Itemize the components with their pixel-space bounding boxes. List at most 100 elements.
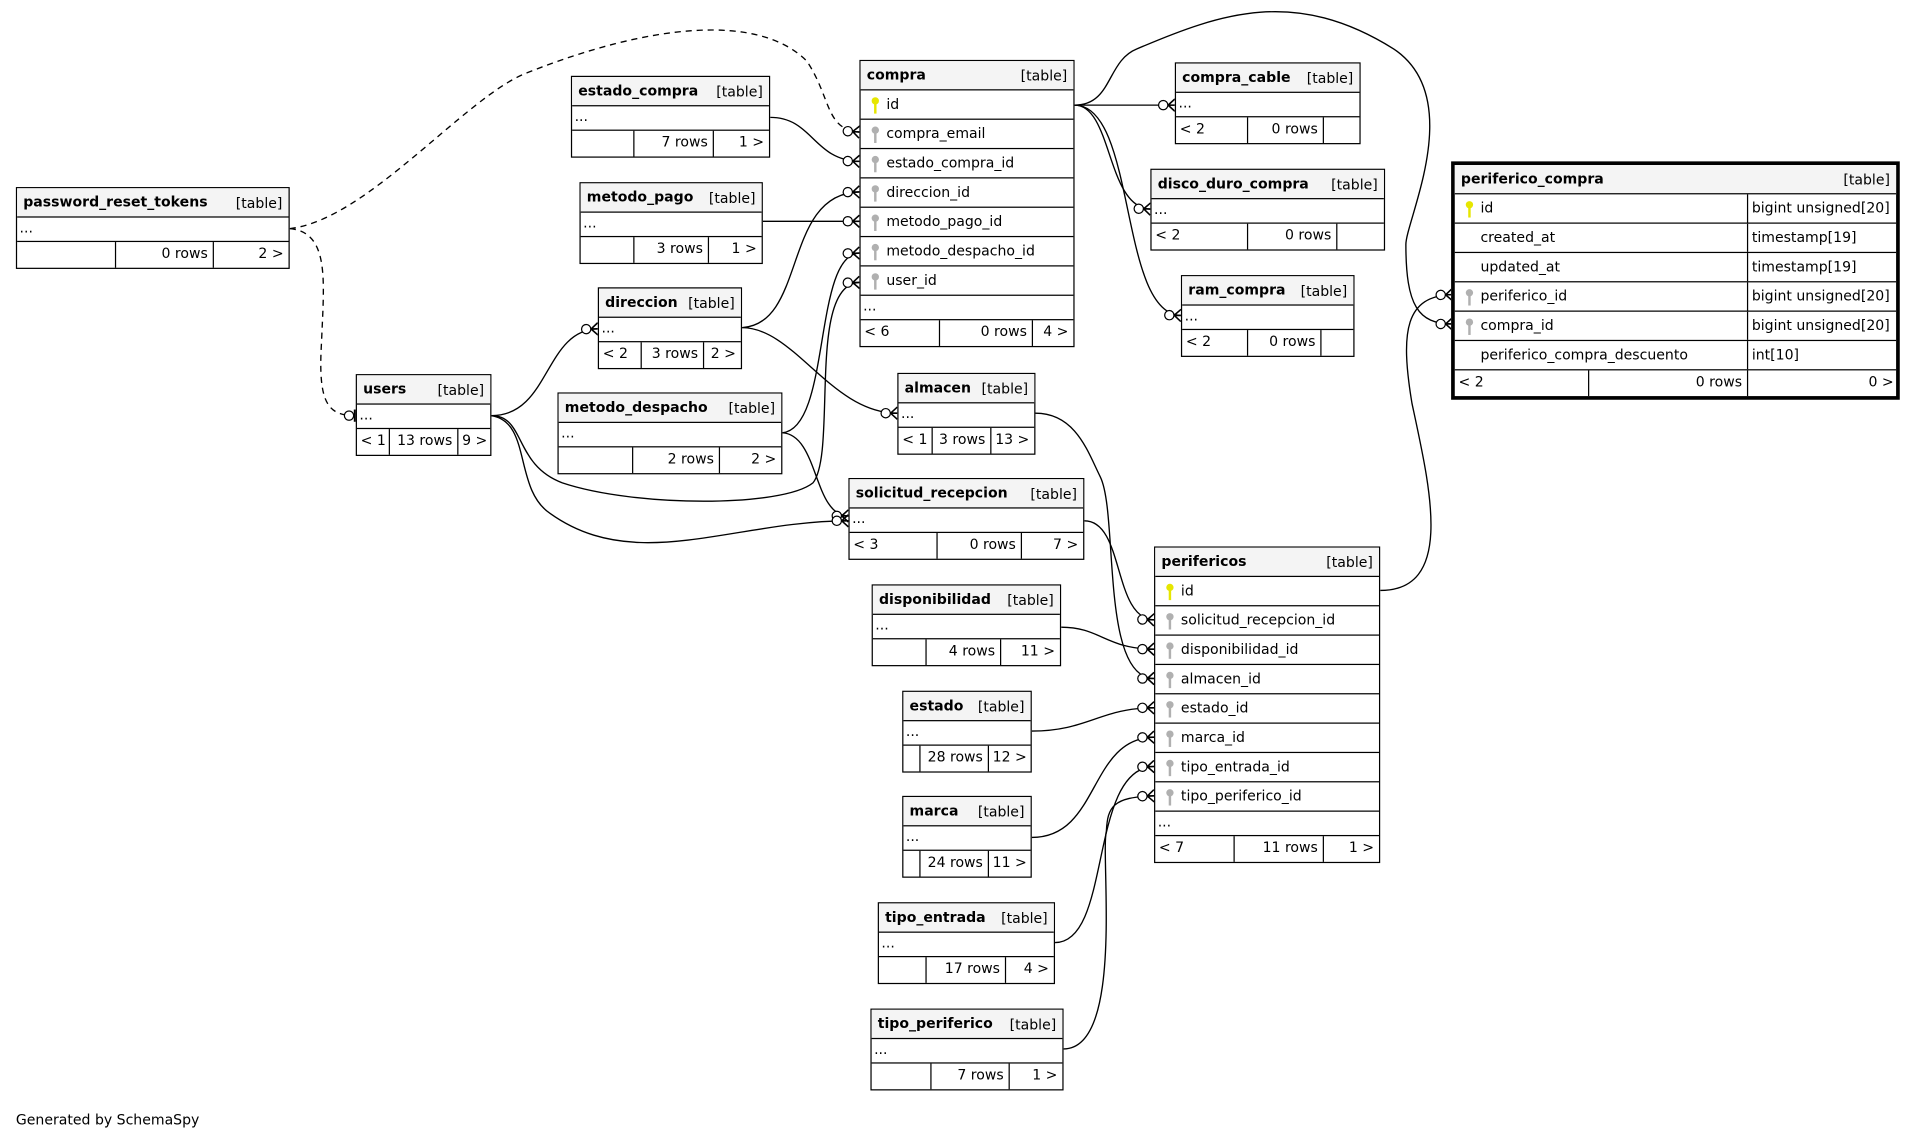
parents-count[interactable]: < 3 [853,535,879,553]
children-count[interactable]: 13 > [990,427,1034,454]
children-count[interactable]: 4 > [1031,320,1074,346]
column-row[interactable]: estado_id [1155,694,1379,724]
children-count[interactable]: 2 > [702,342,741,368]
more-columns[interactable]: ... [17,218,289,243]
more-columns[interactable]: ... [849,509,1084,534]
table-header[interactable]: users[table] [356,375,491,405]
more-columns[interactable]: ... [558,423,782,448]
table-header[interactable]: almacen[table] [898,374,1035,404]
parents-count[interactable] [581,237,634,263]
more-columns[interactable]: ... [898,403,1035,428]
column-row[interactable]: almacen_id [1155,665,1379,695]
parents-count[interactable] [879,957,925,983]
table-header[interactable]: ram_compra[table] [1182,276,1354,306]
table-header[interactable]: estado[table] [903,691,1031,722]
column-row[interactable]: solicitud_recepcion_id [1155,606,1379,636]
more-columns[interactable]: ... [871,1039,1063,1064]
more-columns[interactable]: ... [1151,199,1384,224]
parents-count[interactable]: < 2 [1185,332,1212,350]
children-count[interactable]: 1 > [1008,1063,1063,1090]
parents-count[interactable]: < 7 [1158,838,1185,856]
parents-count[interactable]: < 1 [360,431,386,449]
parents-count[interactable] [873,639,926,665]
table-header[interactable]: password_reset_tokens[table] [17,188,289,218]
table-header[interactable]: metodo_pago[table] [580,183,762,213]
children-count[interactable] [1320,330,1353,356]
more-columns[interactable]: ... [1155,812,1379,837]
column-row[interactable]: metodo_pago_id [860,208,1074,238]
column-row[interactable]: tipo_periferico_id [1155,782,1379,812]
parents-count[interactable] [903,746,919,772]
parents-count[interactable]: < 6 [864,322,890,340]
column-row[interactable]: id [1155,577,1379,607]
table-header[interactable]: compra[table] [860,61,1074,91]
more-columns[interactable]: ... [878,933,1054,958]
parents-count[interactable] [903,851,919,877]
children-count[interactable]: 2 > [718,447,781,474]
table-header[interactable]: tipo_entrada[table] [878,903,1054,933]
children-count[interactable] [1336,223,1384,250]
more-columns[interactable]: ... [599,318,741,343]
column-row[interactable]: marca_id [1155,724,1379,754]
children-count[interactable]: 2 > [212,242,289,268]
more-columns[interactable]: ... [1182,306,1354,331]
children-count[interactable]: 4 > [1004,957,1054,983]
table-header[interactable]: disco_duro_compra[table] [1151,169,1384,200]
table-header[interactable]: estado_compra[table] [572,77,769,107]
column-row[interactable]: compra_email [860,120,1074,150]
more-columns[interactable]: ... [872,615,1060,640]
table-header[interactable]: perifericos[table] [1155,547,1379,578]
table-header[interactable]: disponibilidad[table] [872,585,1060,615]
more-columns[interactable]: ... [572,106,769,131]
parents-count[interactable] [872,1064,931,1090]
parents-count[interactable]: < 2 [602,344,628,362]
column-row[interactable]: metodo_despacho_id [860,237,1074,267]
children-count[interactable]: 0 > [1746,370,1899,397]
more-columns[interactable]: ... [356,405,491,430]
parents-count[interactable] [17,242,115,268]
more-columns[interactable]: ... [860,296,1074,321]
parents-count[interactable]: < 2 [1179,119,1205,137]
table-header[interactable]: metodo_despacho[table] [558,393,782,423]
children-count[interactable]: 1 > [1322,836,1379,862]
column-row[interactable]: estado_compra_id [860,149,1074,179]
table-header[interactable]: solicitud_recepcion[table] [849,479,1084,509]
column-row[interactable]: tipo_entrada_id [1155,753,1379,783]
parents-count[interactable] [572,131,633,157]
table-header[interactable]: periferico_compra[table] [1454,165,1897,195]
table-header[interactable]: marca[table] [903,797,1031,827]
parents-count[interactable] [559,447,632,473]
table-header[interactable]: direccion[table] [599,288,741,318]
more-columns[interactable]: ... [903,721,1031,746]
parents-count[interactable]: < 1 [902,430,928,448]
children-count[interactable]: 9 > [457,429,490,455]
table-header[interactable]: tipo_periferico[table] [871,1009,1063,1040]
children-count[interactable] [1322,117,1360,144]
more-columns[interactable]: ... [580,213,762,238]
parents-count[interactable]: < 2 [1458,372,1484,390]
children-count[interactable]: 1 > [707,237,762,263]
